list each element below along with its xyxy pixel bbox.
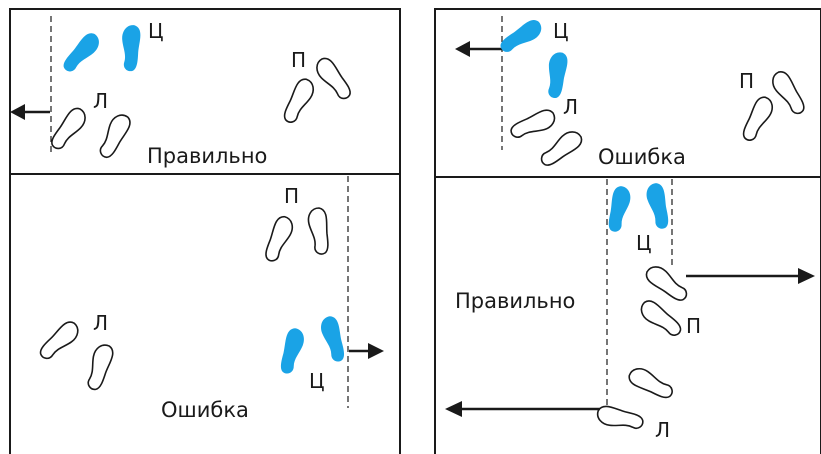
label-left: Л — [93, 311, 108, 335]
right-foot-1 — [263, 213, 296, 265]
left-foot-1 — [625, 364, 677, 401]
center-foot-left — [608, 185, 632, 233]
caption-error: Ошибка — [161, 398, 249, 422]
left-foot-1 — [36, 316, 83, 366]
left-foot-2 — [593, 401, 646, 437]
right-foot-2 — [768, 67, 808, 120]
arrow-head — [455, 41, 470, 57]
center-foot-right — [116, 23, 144, 73]
label-left: Л — [655, 418, 670, 442]
caption-correct: Правильно — [147, 144, 267, 168]
label-left: Л — [93, 89, 108, 113]
center-foot-right — [540, 50, 572, 100]
label-left: Л — [563, 95, 578, 119]
right-foot-1 — [740, 93, 777, 145]
center-foot-right — [319, 314, 346, 364]
left-foot-2 — [535, 127, 587, 169]
arrow-head — [10, 104, 25, 120]
panel-left-top: Ц Л П Правильно — [9, 8, 401, 175]
arrow-head — [798, 268, 815, 284]
left-foot-1 — [507, 104, 560, 146]
label-right: П — [291, 48, 306, 72]
center-foot-left — [279, 326, 306, 376]
left-foot-1 — [48, 103, 90, 155]
label-center: Ц — [148, 19, 164, 43]
right-foot-2 — [312, 53, 354, 105]
panel-frame — [434, 176, 821, 454]
label-center: Ц — [636, 231, 652, 255]
center-foot-left — [497, 15, 546, 60]
panel-left-bottom: П Л Ц Ошибка — [9, 173, 401, 454]
left-foot-2 — [79, 340, 119, 393]
panel-frame — [9, 173, 401, 454]
left-foot-2 — [91, 110, 136, 161]
right-foot-2 — [636, 295, 685, 344]
right-foot-1 — [281, 75, 318, 127]
caption-error: Ошибка — [598, 145, 686, 169]
arrow-head — [445, 401, 462, 417]
label-right: П — [284, 184, 299, 208]
panel-right-bottom: Ц П Л Правильно — [434, 176, 821, 454]
center-foot-left — [60, 28, 104, 78]
right-foot-1 — [641, 262, 693, 304]
panel-right-top: Ц Л П Ошибка — [434, 8, 821, 178]
caption-correct: Правильно — [455, 289, 575, 313]
arrow-head — [368, 343, 384, 359]
label-center: Ц — [553, 19, 569, 43]
label-right: П — [739, 69, 754, 93]
label-center: Ц — [309, 369, 325, 393]
label-right: П — [686, 314, 701, 338]
center-foot-right — [645, 182, 669, 230]
right-foot-2 — [307, 207, 329, 255]
